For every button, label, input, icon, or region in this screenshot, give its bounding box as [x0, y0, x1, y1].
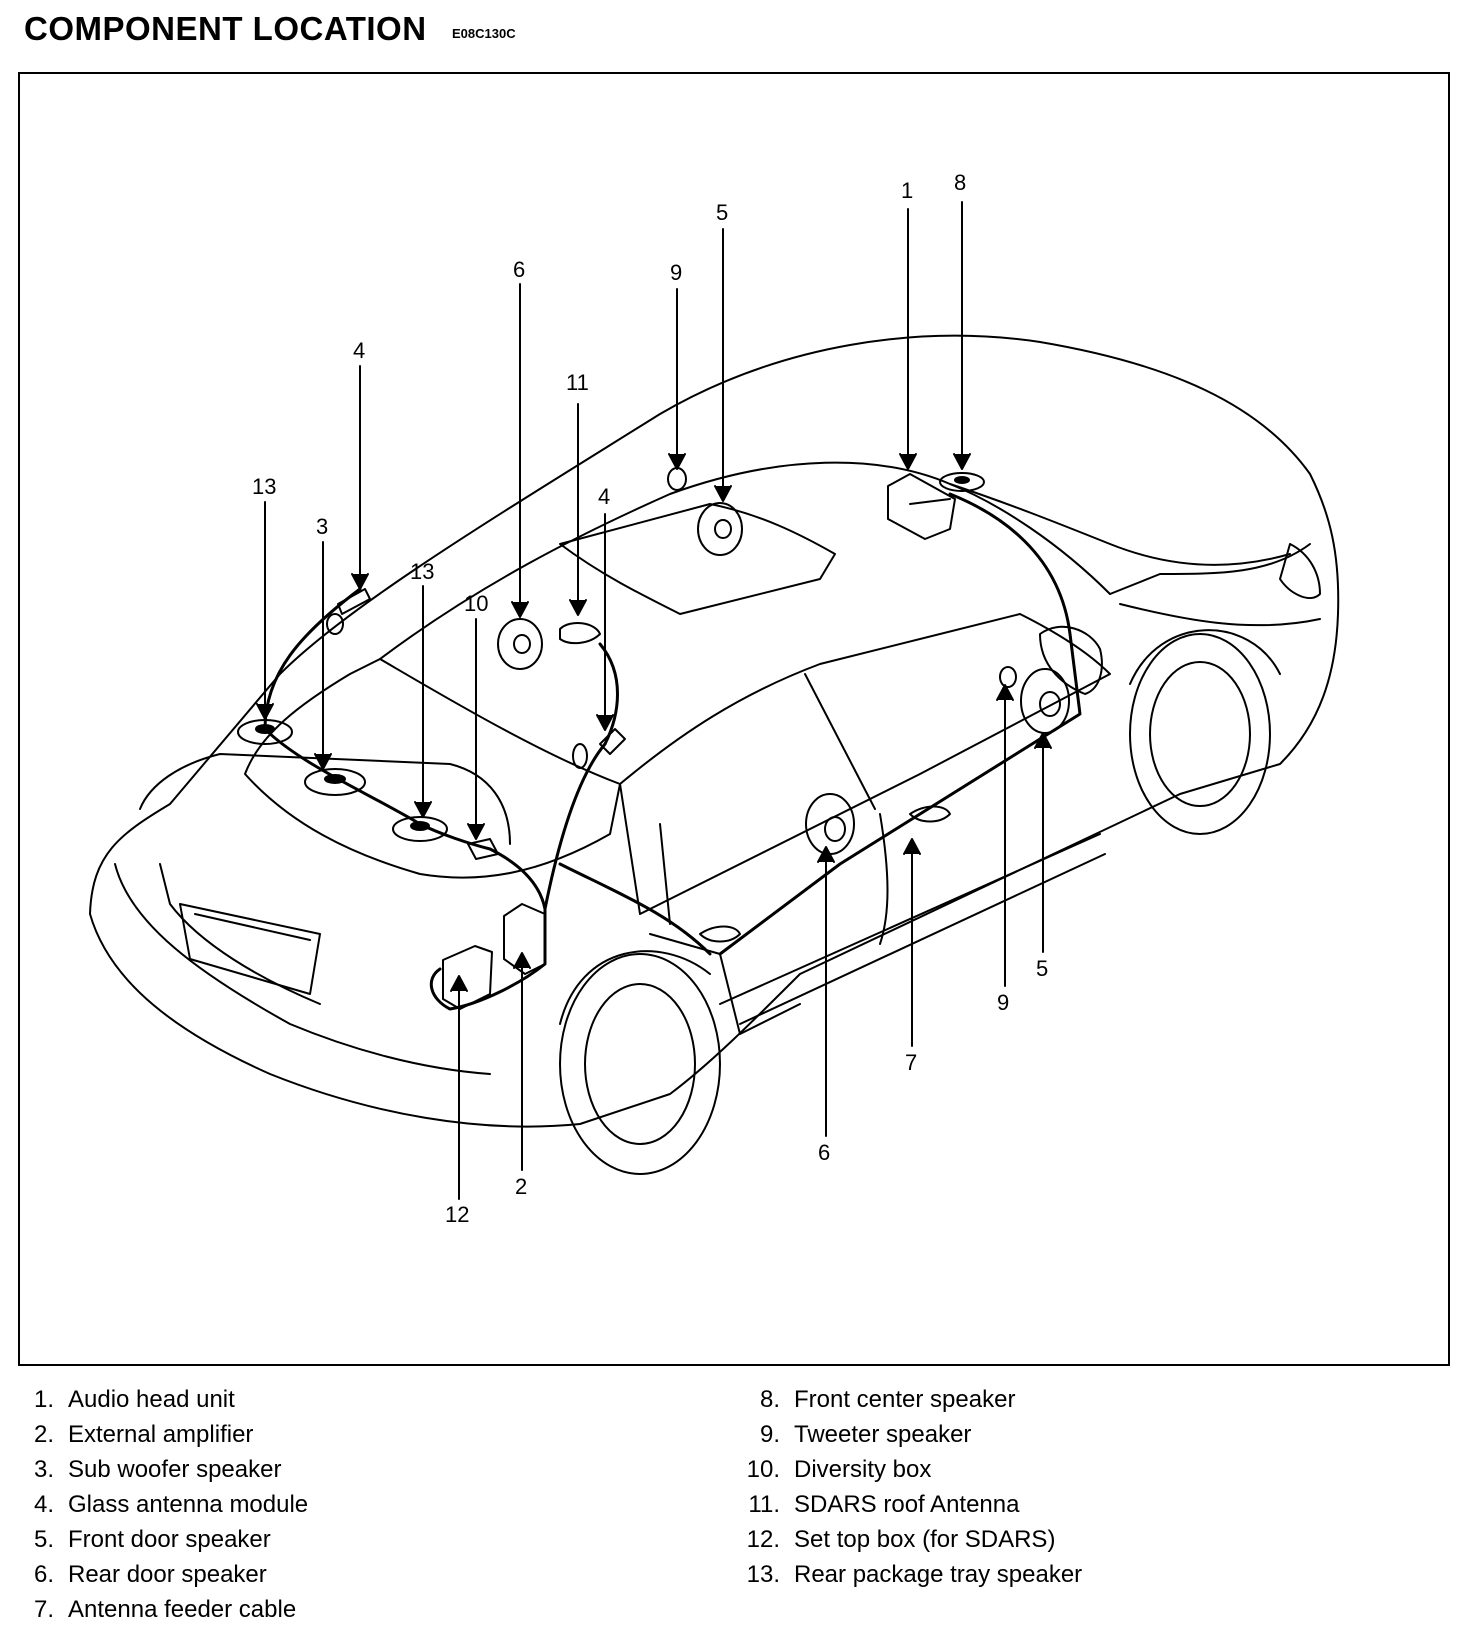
callout-5-top: 5 — [716, 200, 728, 225]
legend-item: 2. External amplifier — [20, 1417, 308, 1452]
legend-item: 4. Glass antenna module — [20, 1487, 308, 1522]
legend-label: Sub woofer speaker — [68, 1456, 282, 1483]
legend-item: 9. Tweeter speaker — [728, 1417, 1082, 1452]
legend-number: 9. — [759, 1421, 780, 1448]
legend-label: Glass antenna module — [68, 1491, 309, 1518]
legend-left: 1. Audio head unit 2. External amplifier 3… — [20, 1382, 308, 1627]
legend-label: Rear package tray speaker — [794, 1561, 1083, 1588]
callout-7: 7 — [905, 1050, 917, 1075]
callout-leaders — [256, 201, 1052, 1200]
legend-label: Diversity box — [794, 1456, 932, 1483]
legend-item: 13. Rear package tray speaker — [728, 1557, 1083, 1592]
legend-item: 7. Antenna feeder cable — [20, 1592, 308, 1627]
legend-right: 8. Front center speaker 9. Tweeter speaker… — [728, 1382, 1083, 1592]
legend-label: External amplifier — [68, 1421, 254, 1448]
legend-item: 8. Front center speaker — [728, 1382, 1082, 1417]
callout-9-bottom: 9 — [997, 990, 1009, 1015]
callout-9-top: 9 — [670, 260, 682, 285]
legend-item: 10. Diversity box — [728, 1452, 1082, 1487]
callout-6-top: 6 — [513, 257, 525, 282]
legend-number: 8. — [759, 1386, 780, 1413]
callout-12: 12 — [445, 1202, 469, 1227]
car-diagram: 1 8 5 6 9 11 4 13 3 13 10 4 9 5 7 6 2 12 — [89, 170, 1340, 1227]
callout-11: 11 — [566, 370, 589, 395]
legend-number: 1. — [33, 1386, 54, 1413]
callout-5-bottom: 5 — [1036, 956, 1048, 981]
legend-number: 6. — [33, 1561, 54, 1588]
legend-label: Rear door speaker — [68, 1561, 267, 1588]
callout-8: 8 — [954, 170, 966, 195]
callout-10: 10 — [464, 591, 488, 616]
wheels — [559, 629, 1281, 1175]
legend-label: Audio head unit — [68, 1386, 235, 1413]
callout-1: 1 — [901, 178, 913, 203]
legend-item: 1. Audio head unit — [20, 1382, 308, 1417]
wiring — [263, 492, 1082, 1011]
callout-labels: 1 8 5 6 9 11 4 13 3 13 10 4 9 5 7 6 2 12 — [252, 170, 1048, 1227]
callout-6-bottom: 6 — [818, 1140, 830, 1165]
callout-4-left: 4 — [353, 338, 365, 363]
legend-item: 5. Front door speaker — [20, 1522, 308, 1557]
page-title: COMPONENT LOCATION — [24, 10, 427, 47]
legend-label: SDARS roof Antenna — [794, 1491, 1020, 1518]
legend-label: Front door speaker — [68, 1526, 271, 1553]
legend-number: 4. — [33, 1491, 54, 1518]
diagram-frame: 1 8 5 6 9 11 4 13 3 13 10 4 9 5 7 6 2 12 — [18, 72, 1450, 1366]
legend-item: 3. Sub woofer speaker — [20, 1452, 308, 1487]
components — [237, 467, 1070, 1010]
legend-number: 12. — [746, 1526, 780, 1553]
legend-item: 11. SDARS roof Antenna — [728, 1487, 1082, 1522]
callout-13-mid: 13 — [410, 559, 434, 584]
legend-number: 11. — [748, 1491, 780, 1518]
legend-label: Tweeter speaker — [794, 1421, 972, 1448]
legend-number: 2. — [33, 1421, 54, 1448]
legend-item: 12. Set top box (for SDARS) — [728, 1522, 1082, 1557]
legend-number: 5. — [33, 1526, 54, 1553]
legend-number: 10. — [746, 1456, 780, 1483]
legend-label: Set top box (for SDARS) — [794, 1526, 1056, 1553]
car-body — [89, 334, 1340, 1128]
callout-4-right: 4 — [598, 484, 610, 509]
callout-13-left: 13 — [252, 474, 276, 499]
legend-label: Antenna feeder cable — [68, 1596, 297, 1623]
legend-label: Front center speaker — [794, 1386, 1016, 1413]
callout-3: 3 — [316, 514, 328, 539]
legend-number: 3. — [33, 1456, 54, 1483]
document-code: E08C130C — [452, 26, 516, 41]
legend-number: 13. — [746, 1561, 780, 1588]
legend-item: 6. Rear door speaker — [20, 1557, 308, 1592]
callout-2: 2 — [515, 1174, 527, 1199]
legend-number: 7. — [33, 1596, 54, 1623]
